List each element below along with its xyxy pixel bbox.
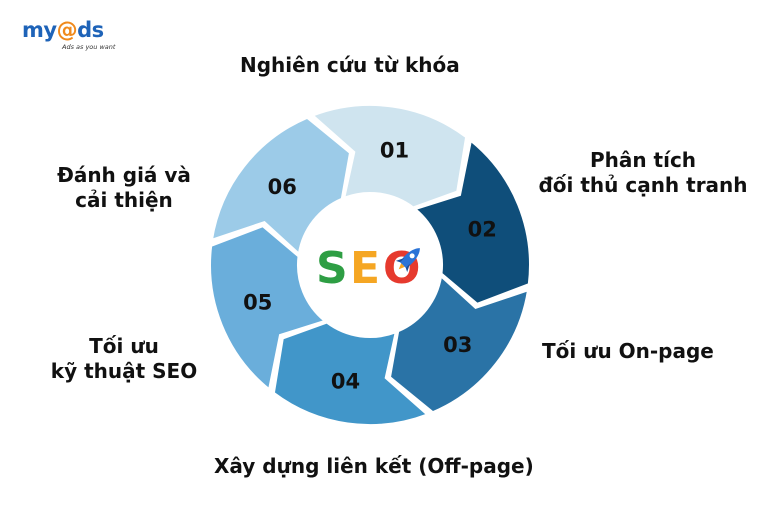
- rocket-icon: [395, 248, 420, 273]
- logo-tagline: Ads as you want: [62, 43, 116, 51]
- cycle-segment-02: [413, 138, 531, 305]
- label-keyword-research: Nghiên cứu từ khóa: [240, 53, 460, 77]
- seo-letter-e: E: [350, 243, 380, 294]
- label-technical-line1: Tối ưu: [89, 334, 159, 358]
- step-number-06: 06: [268, 175, 297, 199]
- cycle-segment-03: [388, 274, 530, 414]
- cycle-segment-04: [272, 321, 430, 426]
- step-number-04: 04: [331, 369, 360, 393]
- cycle-segment-01: [310, 104, 468, 209]
- step-number-01: 01: [380, 139, 409, 163]
- logo-wordmark: my@ds: [22, 18, 104, 42]
- label-competitor-line2: đối thủ cạnh tranh: [538, 173, 748, 197]
- label-offpage: Xây dựng liên kết (Off-page): [214, 454, 534, 478]
- seo-center-logo: S E O: [316, 243, 420, 294]
- label-onpage: Tối ưu On-page: [542, 339, 714, 363]
- step-number-05: 05: [243, 291, 272, 315]
- label-evaluate-improve: Đánh giá và cải thiện: [44, 163, 204, 213]
- label-technical-seo: Tối ưu kỹ thuật SEO: [36, 334, 212, 384]
- step-number-03: 03: [443, 333, 472, 357]
- center-circle: [302, 197, 438, 333]
- label-technical-line2: kỹ thuật SEO: [50, 359, 198, 383]
- brand-logo: my@ds Ads as you want: [22, 18, 122, 58]
- label-evaluate-line2: cải thiện: [75, 188, 173, 212]
- label-evaluate-line1: Đánh giá và: [57, 163, 191, 187]
- cycle-segment-06: [210, 116, 352, 256]
- cycle-segment-05: [209, 225, 327, 392]
- label-competitor-analysis: Phân tích đối thủ cạnh tranh: [528, 148, 758, 198]
- label-competitor-line1: Phân tích: [589, 148, 697, 172]
- seo-letter-s: S: [316, 243, 348, 294]
- step-number-02: 02: [468, 218, 497, 242]
